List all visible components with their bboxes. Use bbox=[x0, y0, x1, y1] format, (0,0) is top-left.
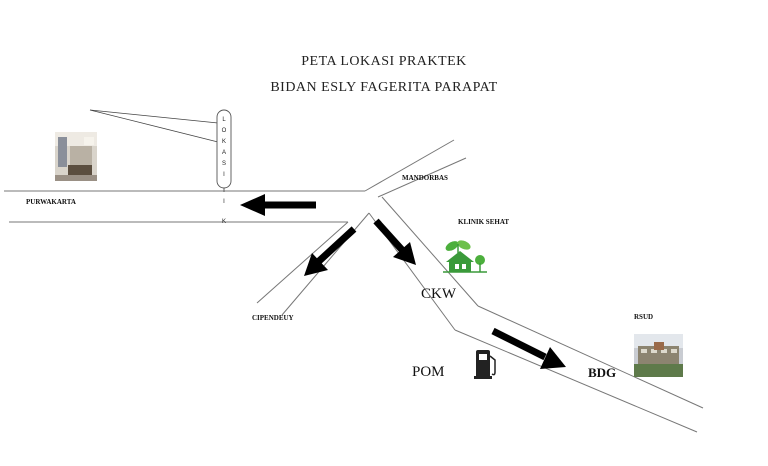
map-subtitle: BIDAN ESLY FAGERITA PARAPAT bbox=[270, 80, 498, 95]
hospital-photo bbox=[634, 334, 683, 377]
arrow-to-cipendeuy bbox=[304, 226, 357, 276]
sign-pointer-line bbox=[89, 109, 219, 143]
sign-letter: S bbox=[221, 161, 226, 167]
sign-letter: A bbox=[221, 150, 226, 156]
label-purwakarta: PURWAKARTA bbox=[26, 198, 76, 206]
label-klinik-sehat: KLINIK SEHAT bbox=[458, 218, 510, 226]
sign-letter: I bbox=[223, 199, 225, 205]
label-pom: POM bbox=[412, 364, 445, 380]
road-cipendeuy-right bbox=[281, 212, 370, 316]
sign-letter: K bbox=[221, 139, 226, 145]
label-mandorbas: MANDORBAS bbox=[402, 174, 448, 182]
road-mandorbas-right bbox=[377, 157, 467, 198]
fuel-pump-icon bbox=[474, 350, 496, 379]
road-mandorbas-left bbox=[364, 139, 455, 192]
sign-letter: L bbox=[222, 117, 226, 123]
sign-letter: O bbox=[221, 128, 227, 134]
sign-pointer-line bbox=[89, 109, 219, 124]
arrow-to-ckw bbox=[373, 218, 416, 265]
house-leaf-icon bbox=[443, 240, 487, 273]
road-bdg-left-2 bbox=[454, 329, 698, 433]
practice-photo bbox=[55, 132, 97, 181]
road-cipendeuy-left bbox=[256, 221, 349, 304]
road-bdg-right-1 bbox=[381, 196, 479, 307]
arrow-to-purwakarta bbox=[240, 194, 316, 216]
label-bdg: BDG bbox=[588, 365, 617, 380]
arrow-to-bdg bbox=[491, 327, 566, 369]
label-rsud: RSUD bbox=[634, 313, 654, 321]
label-cipendeuy: CIPENDEUY bbox=[252, 314, 294, 322]
map-title: PETA LOKASI PRAKTEK bbox=[301, 54, 467, 69]
sign-letter: K bbox=[221, 219, 226, 225]
sign-letter: I bbox=[223, 172, 225, 178]
label-ckw: CKW bbox=[421, 286, 456, 302]
road-bdg-right-2 bbox=[477, 305, 704, 409]
